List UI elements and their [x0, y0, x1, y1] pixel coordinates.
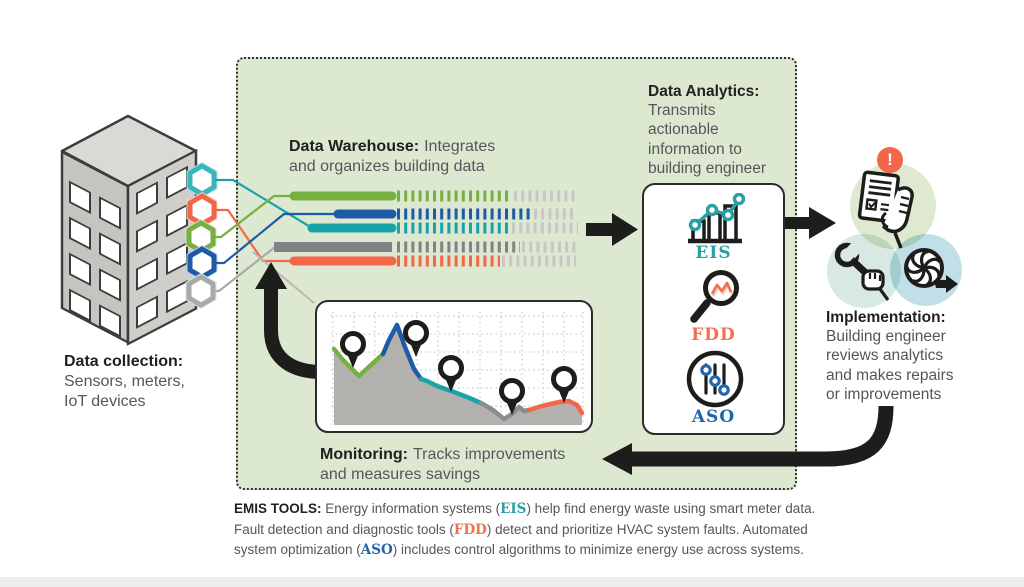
monitoring-title: Monitoring: — [320, 446, 408, 463]
caption-fdd: FDD — [453, 521, 487, 538]
flow-arrows — [255, 207, 894, 475]
wrench-hand-icon — [834, 242, 890, 301]
data-collection-title: Data collection: — [64, 353, 184, 370]
chart-trend-segments — [331, 322, 585, 422]
arrow-warehouse-to-analytics — [586, 213, 638, 246]
bottom-strip — [0, 577, 1024, 587]
hexagon-sensor-blue — [186, 245, 218, 281]
warehouse-desc: Integrates and organizes building data — [289, 138, 496, 175]
connector-line-orange — [215, 208, 294, 263]
fan-icon — [904, 248, 958, 293]
analytics-desc: Transmits actionable information to buil… — [648, 102, 767, 177]
map-pin-icons — [340, 320, 577, 415]
caption-aso: ASO — [360, 542, 393, 558]
hexagon-sensor-grey — [185, 273, 217, 309]
analytics-label: Data Analytics: Transmits actionable inf… — [648, 82, 780, 178]
caption-eis: EIS — [500, 501, 527, 517]
analytics-panel: EIS FDD ASO — [642, 183, 785, 435]
emis-tools-caption: EMIS TOOLS: Energy information systems (… — [234, 499, 815, 561]
connector-line-grey — [214, 246, 276, 293]
fdd-label: FDD — [691, 325, 736, 345]
hexagon-sensor-orange — [186, 192, 218, 228]
data-collection-desc: Sensors, meters, IoT devices — [64, 372, 185, 410]
eis-chart-icon — [688, 193, 745, 244]
map-pin-icon — [438, 355, 464, 392]
monitoring-label: Monitoring:Tracks improvements and measu… — [320, 445, 590, 485]
map-pin-icon — [403, 320, 429, 357]
building-windows-right — [136, 165, 188, 329]
warehouse-title: Data Warehouse: — [289, 138, 420, 155]
connector-line-green — [214, 194, 294, 239]
monitoring-panel — [315, 300, 593, 433]
arrow-implementation-to-monitoring — [602, 405, 894, 475]
device-in-hand-icon — [857, 170, 914, 249]
connector-lines — [214, 178, 338, 304]
map-pin-icon — [551, 366, 577, 403]
arrow-monitoring-to-warehouse — [255, 262, 323, 379]
connector-line-blue — [215, 212, 338, 265]
warehouse-streams — [274, 190, 578, 267]
eis-label: EIS — [695, 243, 732, 263]
stream-bar-grey — [274, 242, 392, 252]
building-illustration — [60, 114, 198, 346]
caption-line-1: EMIS TOOLS: Energy information systems (… — [234, 501, 816, 517]
fdd-magnifier-icon — [690, 270, 739, 323]
sensor-hexagons — [185, 162, 218, 309]
map-pin-icon — [340, 331, 366, 368]
data-collection-label: Data collection: Sensors, meters, IoT de… — [64, 352, 199, 411]
alert-badge: ! — [877, 147, 903, 173]
aso-label: ASO — [691, 407, 736, 427]
map-pin-icon — [499, 378, 525, 415]
chart-area — [334, 325, 582, 425]
aso-sliders-icon — [686, 350, 744, 408]
implementation-label: Implementation: Building engineer review… — [826, 308, 968, 404]
analytics-title: Data Analytics: — [648, 83, 760, 100]
caption-line-3: system optimization (ASO) includes contr… — [234, 542, 804, 558]
monitoring-desc: Tracks improvements and measures savings — [320, 446, 566, 483]
arrow-analytics-to-implementation — [782, 207, 836, 239]
monitoring-chart — [331, 312, 585, 425]
stream-dashes — [397, 190, 578, 267]
warehouse-label: Data Warehouse:Integrates and organizes … — [289, 137, 519, 177]
connector-line-teal — [215, 178, 313, 229]
alert-exclamation: ! — [887, 150, 893, 169]
caption-line-2: Fault detection and diagnostic tools (FD… — [234, 521, 808, 538]
implementation-desc: Building engineer reviews analytics and … — [826, 328, 954, 403]
hexagon-sensor-green — [185, 219, 217, 255]
building-windows-left — [69, 180, 121, 338]
caption-lead: EMIS TOOLS: — [234, 501, 322, 516]
implementation-title: Implementation: — [826, 309, 946, 326]
connector-line-monitoring — [252, 251, 315, 304]
